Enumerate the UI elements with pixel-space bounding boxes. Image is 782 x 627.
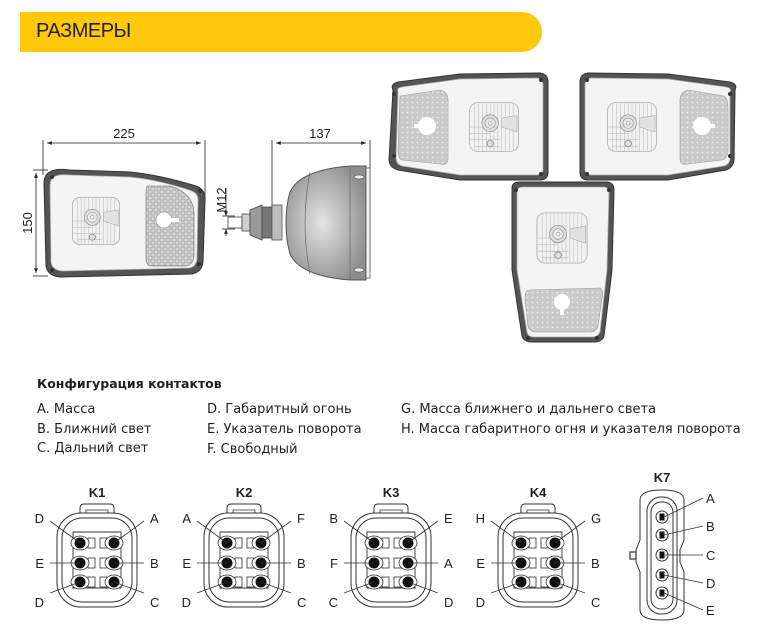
pin-label: A — [444, 556, 453, 571]
pin-label: F — [297, 511, 305, 526]
connector-title: K2 — [236, 485, 253, 500]
connector-housing — [497, 512, 579, 608]
width-label: 225 — [113, 126, 135, 141]
pin-label: C — [150, 595, 159, 610]
lamp-body — [285, 165, 367, 281]
connector-title: K3 — [383, 485, 400, 500]
signal-lens — [145, 185, 195, 267]
pin-label: D — [182, 595, 191, 610]
legend-item: G. Масса ближнего и дальнего света — [401, 402, 657, 417]
connector-title: K1 — [89, 485, 106, 500]
legend-item: D. Габаритный огонь — [207, 402, 352, 417]
legend-item: H. Масса габаритного огня и указателя по… — [401, 422, 741, 437]
pin-label: D — [706, 576, 715, 591]
pin-label: C — [297, 595, 306, 610]
pin-label: A — [182, 511, 191, 526]
side-view-dimensioned: 137 M12 — [214, 126, 371, 281]
connector-housing — [203, 512, 285, 608]
pin-label: B — [297, 556, 306, 571]
connector-k2: K2A F E B D C — [182, 485, 307, 610]
connector-housing — [350, 512, 432, 608]
pin-label: F — [330, 556, 338, 571]
front-view-right-lamp — [579, 72, 737, 181]
pin-label: A — [706, 491, 715, 506]
connector-k4: K4H G E B D C — [476, 485, 602, 610]
pin-label: E — [706, 603, 715, 618]
legend-item: B. Ближний свет — [37, 422, 152, 437]
front-view-left-lamp — [388, 72, 549, 181]
connector-k3: K3B E F A C D — [329, 485, 454, 610]
page-title: РАЗМЕРЫ — [36, 20, 131, 42]
connector-title: K7 — [654, 470, 671, 485]
pin-label: B — [329, 511, 338, 526]
pin-label: D — [444, 595, 453, 610]
pin-label: B — [591, 556, 600, 571]
depth-label: 137 — [309, 126, 331, 141]
pin-label: D — [476, 595, 485, 610]
legend-item: A. Масса — [37, 402, 96, 417]
pin-label: E — [476, 556, 485, 571]
connector-title: K4 — [530, 485, 547, 500]
connector-housing — [56, 512, 138, 608]
pin-label: G — [591, 511, 601, 526]
pin-label: D — [35, 511, 44, 526]
pin-label: C — [591, 595, 600, 610]
legend-item: E. Указатель поворота — [207, 422, 362, 437]
pin-label: E — [35, 556, 44, 571]
pin-label: H — [476, 511, 485, 526]
legend-item: F. Свободный — [207, 442, 298, 457]
front-view-dimensioned: 225 150 — [20, 126, 206, 278]
pin-config-title: Конфигурация контактов — [37, 376, 222, 391]
pin-label: E — [182, 556, 191, 571]
pin-label: E — [444, 511, 453, 526]
thread-label: M12 — [214, 187, 229, 212]
pin-label: C — [329, 595, 338, 610]
connector-k1: K1D A E B D C — [35, 485, 160, 610]
pin-label: B — [150, 556, 159, 571]
height-label: 150 — [20, 212, 35, 234]
front-view-vertical-lamp — [511, 181, 615, 343]
pin-label: C — [706, 548, 715, 563]
pin-label: D — [35, 595, 44, 610]
header-banner: РАЗМЕРЫ — [20, 12, 542, 52]
legend-item: C. Дальний свет — [37, 441, 149, 456]
pin-label: A — [150, 511, 159, 526]
pin-label: B — [706, 519, 715, 534]
